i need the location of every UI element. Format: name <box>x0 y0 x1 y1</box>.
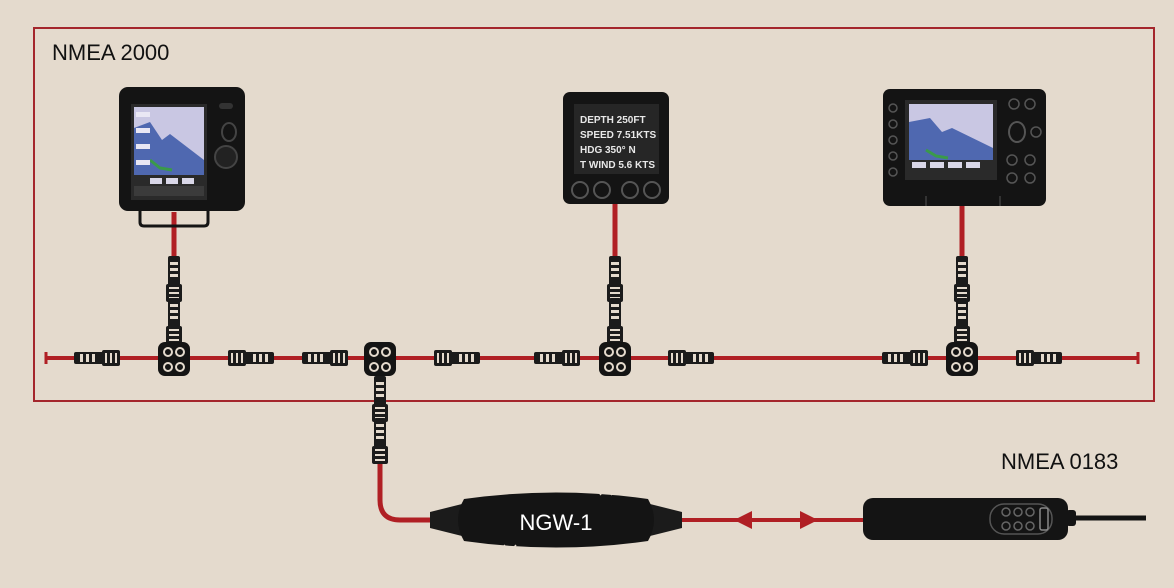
multifunction-display-device <box>883 89 1046 206</box>
readout-true-wind: T WIND 5.6 KTS <box>580 160 655 171</box>
tee-connector-2 <box>302 341 480 464</box>
gateway-drop-cable <box>377 464 460 523</box>
nmea-0183-device <box>863 498 1146 540</box>
instrument-display-device: DEPTH 250FT SPEED 7.51KTS HDG 350° N T W… <box>563 92 669 204</box>
arrow-right-icon <box>800 511 818 529</box>
nmea-2000-frame <box>33 27 1155 402</box>
ngw-1-label: NGW-1 <box>520 510 593 535</box>
instrument-readout: DEPTH 250FT SPEED 7.51KTS HDG 350° N T W… <box>580 115 656 171</box>
tee-connector-4 <box>882 256 1062 377</box>
ngw-1-gateway: NGW-1 <box>430 486 682 554</box>
arrow-left-icon <box>734 511 752 529</box>
nmea-2000-label: NMEA 2000 <box>52 40 169 65</box>
nmea-0183-label: NMEA 0183 <box>1001 449 1118 474</box>
chartplotter-device <box>119 87 245 228</box>
readout-heading: HDG 350° N <box>580 145 636 156</box>
tee-connector-3 <box>534 256 714 377</box>
readout-depth: DEPTH 250FT <box>580 115 646 126</box>
tee-connector-1 <box>74 256 274 377</box>
readout-speed: SPEED 7.51KTS <box>580 130 656 141</box>
